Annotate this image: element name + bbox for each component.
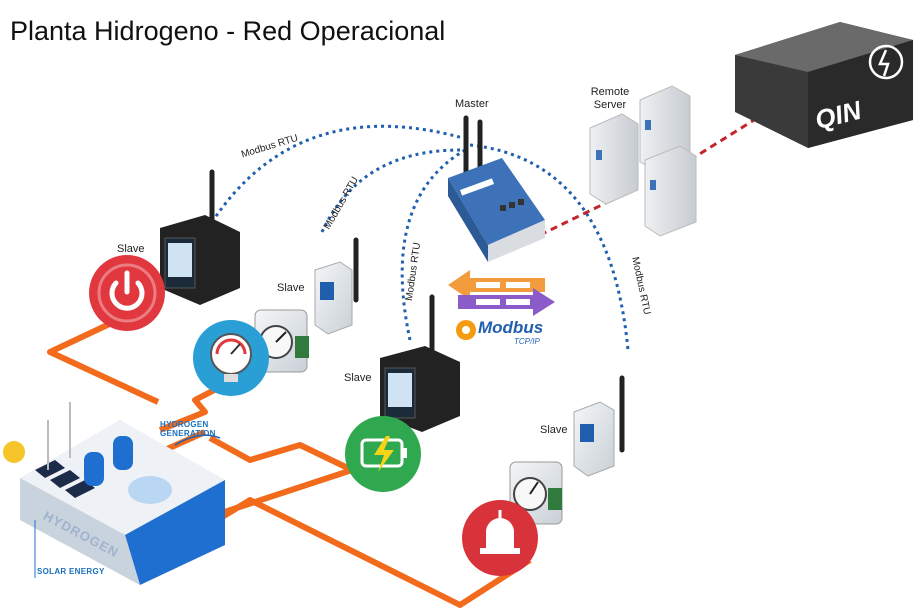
power-meter-2 [380,294,460,432]
alarm-siren-icon [462,500,538,576]
slave-module-b [573,375,625,477]
modbus-rtu-links [210,124,630,351]
slave-module-a [314,237,359,335]
modbus-logo-icon [456,320,476,340]
hydrogen-generation-label: HYDROGEN GENERATION [160,420,216,438]
power-meter-1 [160,169,240,305]
remote-server-label: Remote Server [590,86,630,111]
qin-logo-icon [735,22,913,148]
modbus-logo-text: Modbus [478,318,544,337]
master-label: Master [455,98,489,110]
solar-energy-label: SOLAR ENERGY [37,567,105,576]
modbus-logo-subtext: TCP/IP [514,337,540,346]
pressure-gauge-icon [193,320,269,396]
battery-charging-icon [345,416,421,492]
slave-label-2: Slave [277,282,305,294]
remote-servers [589,85,697,237]
master-router [448,115,545,262]
modbus-exchange-arrows [448,270,555,316]
hydrogen-plant [3,402,225,585]
slave-label-4: Slave [540,424,568,436]
power-icon [89,255,165,331]
slave-label-1: Slave [117,243,145,255]
slave-label-3: Slave [344,372,372,384]
page-title: Planta Hidrogeno - Red Operacional [10,16,446,46]
